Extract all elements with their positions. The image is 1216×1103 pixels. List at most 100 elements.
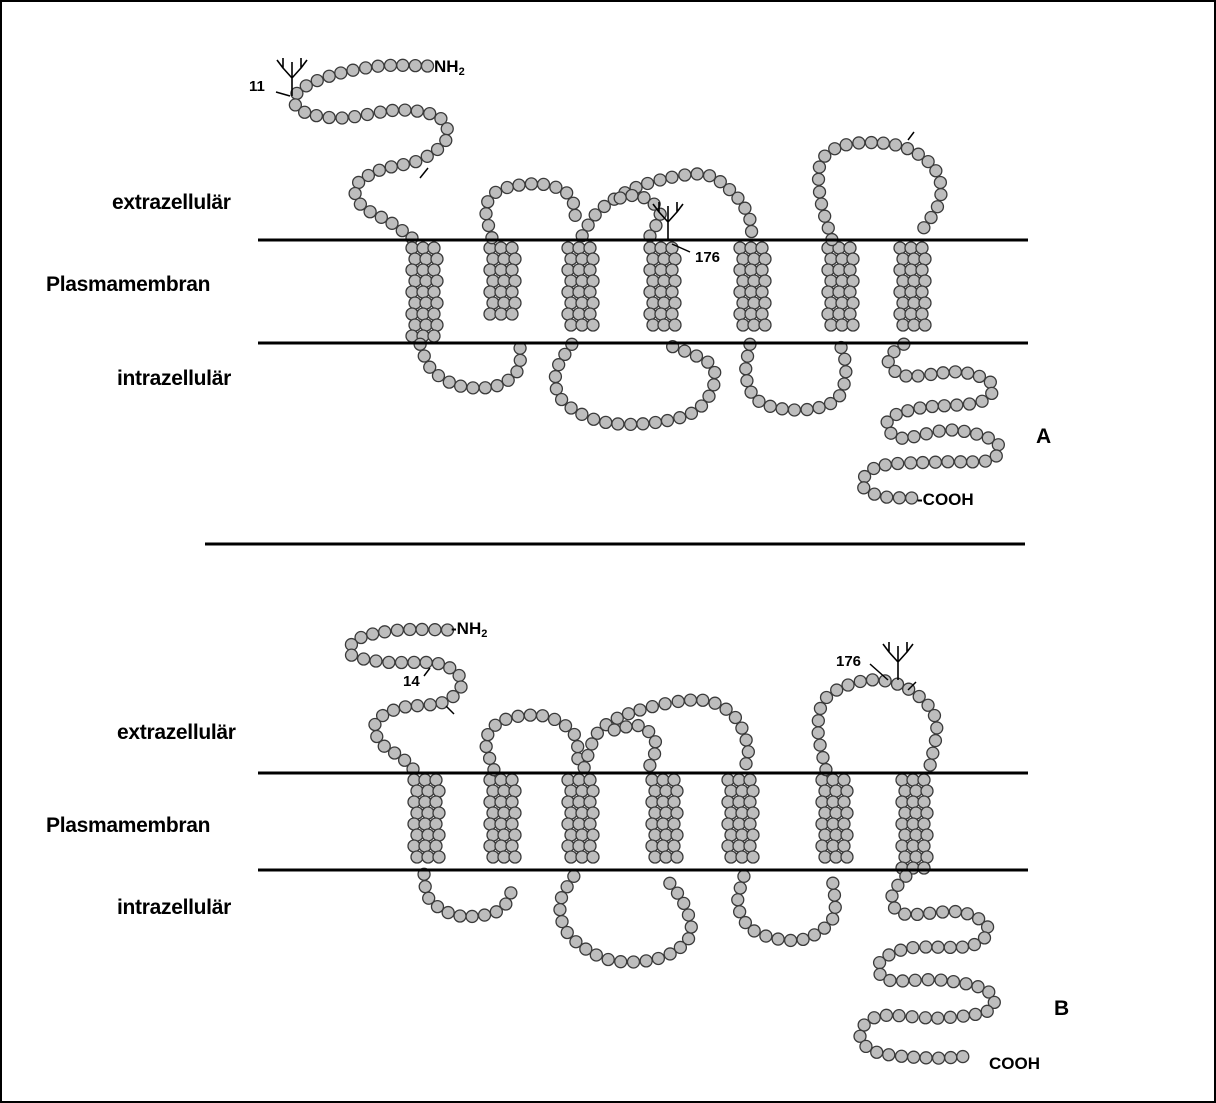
panel-b-helix-2 <box>498 807 510 819</box>
panel-a-helix-4 <box>647 275 659 287</box>
panel-a-helix-6 <box>822 264 834 276</box>
panel-b-n-terminal-tail <box>408 656 420 668</box>
panel-b-glyco-site-label-176: 176 <box>836 654 861 669</box>
panel-b-extracellular-loop-2 <box>634 704 646 716</box>
panel-b-intracellular-loop-1 <box>431 901 443 913</box>
panel-b-n-terminal-tail <box>391 624 403 636</box>
panel-a-helix-5 <box>737 275 749 287</box>
panel-b-helix-4 <box>660 807 672 819</box>
panel-a-intracellular-loop-2 <box>674 412 686 424</box>
panel-a-intracellular-loop-2 <box>679 345 691 357</box>
panel-a-n-terminal-tail <box>372 60 384 72</box>
panel-a-helix-6 <box>825 319 837 331</box>
panel-b-c-terminal-tail <box>947 976 959 988</box>
panel-b-c-terminal-tail <box>906 1011 918 1023</box>
panel-a-helix-7 <box>916 308 928 320</box>
panel-a-helix-6 <box>825 275 837 287</box>
panel-a-helix-5 <box>759 275 771 287</box>
panel-a-intracellular-loop-3 <box>788 404 800 416</box>
panel-a-n-terminal-tail <box>397 159 409 171</box>
panel-a-helix-4 <box>658 275 670 287</box>
panel-a-helix-2 <box>498 297 510 309</box>
panel-b-helix-6 <box>838 818 850 830</box>
panel-b-helix-2 <box>498 785 510 797</box>
panel-b-helix-1 <box>419 840 431 852</box>
panel-a-helix-6 <box>822 308 834 320</box>
panel-a-c-terminal-tail <box>955 456 967 468</box>
panel-a-helix-6 <box>844 308 856 320</box>
panel-a-helix-2 <box>495 286 507 298</box>
panel-b-helix-2 <box>487 807 499 819</box>
panel-b-helix-2 <box>506 774 518 786</box>
panel-b-helix-5 <box>747 807 759 819</box>
panel-a-helix-3 <box>573 242 585 254</box>
panel-a-extracellular-loop-3 <box>931 201 943 213</box>
panel-b-extracellular-loop-1 <box>537 710 549 722</box>
panel-a-c-terminal-tail <box>926 401 938 413</box>
panel-b-extracellular-loop-2-inner <box>620 721 632 733</box>
panel-b-helix-5 <box>733 818 745 830</box>
panel-b-c-terminal-tail <box>908 1051 920 1063</box>
panel-b-c-terminal-tail <box>932 941 944 953</box>
panel-b-helix-2 <box>484 818 496 830</box>
panel-b-helix-6 <box>830 807 842 819</box>
panel-b-helix-7 <box>918 774 930 786</box>
panel-a-n-terminal-tail <box>361 108 373 120</box>
panel-a-helix-7 <box>894 242 906 254</box>
panel-b-helix-2 <box>495 840 507 852</box>
panel-b-helix-6 <box>838 840 850 852</box>
panel-a-n-terminal-tail <box>373 164 385 176</box>
panel-b-helix-2 <box>509 807 521 819</box>
panel-a-intracellular-loop-2 <box>649 416 661 428</box>
panel-a-c-terminal-tail <box>951 399 963 411</box>
panel-a-n-terminal-tail <box>335 67 347 79</box>
panel-b-helix-7 <box>907 796 919 808</box>
panel-b-helix-4 <box>671 851 683 863</box>
panel-a-helix-3 <box>584 308 596 320</box>
panel-a-helix-7 <box>905 286 917 298</box>
panel-a-helix-5 <box>737 297 749 309</box>
panel-a-helix-6 <box>836 297 848 309</box>
panel-a-helix-4 <box>666 308 678 320</box>
panel-a-extracellular-loop-1 <box>569 209 581 221</box>
panel-a-extracellular-loop-3 <box>925 212 937 224</box>
panel-a-helix-3 <box>562 264 574 276</box>
panel-a-n-terminal-tail <box>364 206 376 218</box>
panel-b-helix-2 <box>506 796 518 808</box>
panel-a-n-terminal-tail <box>421 150 433 162</box>
panel-a-helix-3 <box>576 319 588 331</box>
panel-b-helix-1 <box>422 829 434 841</box>
panel-a-helix-2 <box>506 264 518 276</box>
panel-a-helix-7 <box>905 242 917 254</box>
panel-b-intracellular-loop-1 <box>479 909 491 921</box>
panel-a-c-terminal-tail <box>979 455 991 467</box>
panel-b-n-terminal-tail <box>416 623 428 635</box>
panel-b-n-terminal-tail <box>424 699 436 711</box>
panel-b-intracellular-label: intrazellulär <box>117 897 231 918</box>
panel-b-helix-5 <box>744 818 756 830</box>
panel-a-helix-5 <box>759 253 771 265</box>
panel-b-c-terminal-tail <box>956 941 968 953</box>
panel-a-helix-5 <box>759 319 771 331</box>
panel-b-helix-2 <box>506 818 518 830</box>
panel-a-extracellular-loop-3 <box>815 198 827 210</box>
panel-a-c-terminal-tail <box>881 416 893 428</box>
panel-a-intracellular-loop-1 <box>418 350 430 362</box>
panel-a-helix-6 <box>844 264 856 276</box>
panel-a-helix-3 <box>584 286 596 298</box>
panel-a-extracellular-loop-1 <box>525 178 537 190</box>
panel-b-helix-4 <box>649 851 661 863</box>
panel-b-helix-6 <box>838 774 850 786</box>
panel-a-c-terminal-tail <box>990 450 1002 462</box>
panel-b-c-terminal-tail <box>880 1009 892 1021</box>
panel-a-helix-1 <box>406 308 418 320</box>
panel-a-helix-1 <box>409 297 421 309</box>
panel-a-helix-4 <box>647 297 659 309</box>
panel-a-helix-6 <box>833 286 845 298</box>
panel-a-c-terminal-tail <box>917 457 929 469</box>
panel-a-helix-1 <box>409 319 421 331</box>
panel-b-helix-4 <box>657 840 669 852</box>
panel-a-extracellular-loop-3 <box>813 161 825 173</box>
panel-a-helix-6 <box>844 286 856 298</box>
panel-b-helix-5 <box>722 840 734 852</box>
